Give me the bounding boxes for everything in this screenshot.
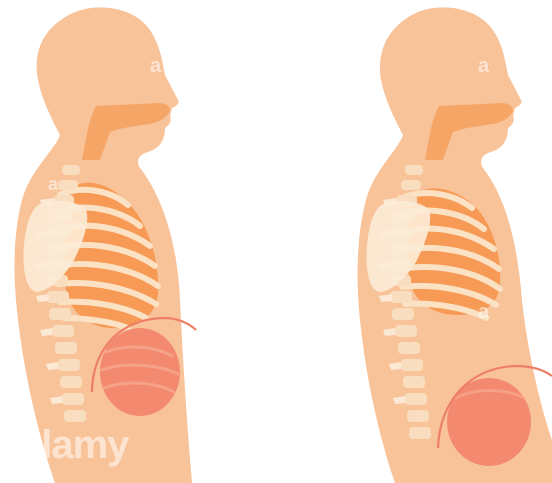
left-figure	[15, 7, 196, 483]
watermark-mark: a	[478, 301, 490, 323]
right-figure	[358, 7, 552, 483]
watermark-mark: a	[150, 55, 162, 77]
left-stomach	[100, 328, 180, 416]
watermark-brand: alamy	[20, 423, 130, 467]
watermark-mark: a	[48, 174, 59, 194]
watermark-mark: a	[478, 55, 490, 77]
